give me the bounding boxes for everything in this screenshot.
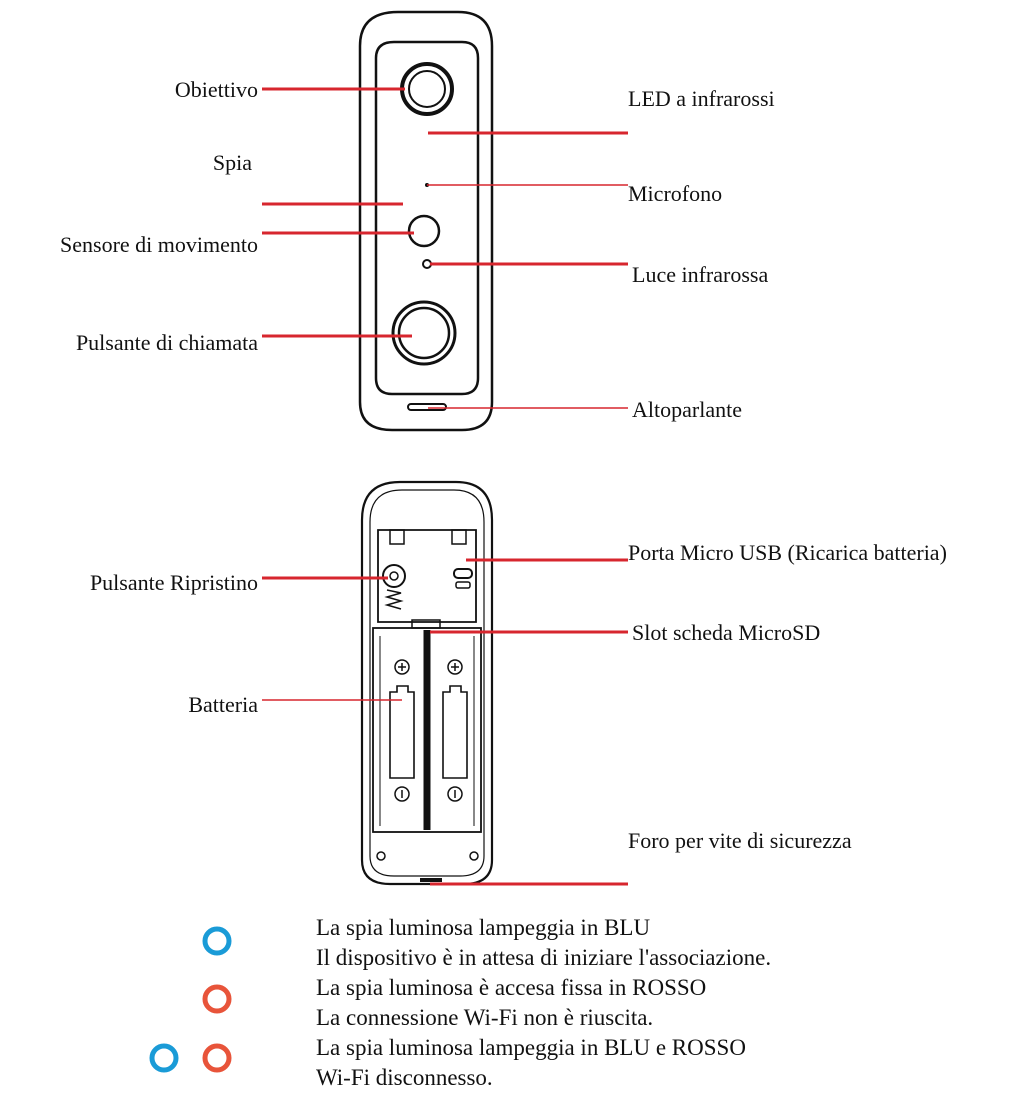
label-porta-usb: Porta Micro USB (Ricarica batteria) — [628, 540, 947, 565]
legend-indicators — [149, 926, 232, 1073]
lens-inner — [408, 70, 446, 108]
battery-compartment — [372, 627, 482, 833]
label-led-infrarossi: LED a infrarossi — [628, 86, 775, 111]
label-sensore-movimento: Sensore di movimento — [60, 232, 258, 257]
security-screw-hole — [420, 878, 442, 882]
leader-lines — [262, 87, 628, 886]
reset-spring — [384, 589, 404, 610]
reset-button-center — [389, 571, 399, 581]
motion-sensor — [407, 214, 441, 248]
screw-right — [469, 851, 479, 861]
reset-button — [382, 564, 406, 588]
label-foro-vite: Foro per vite di sicurezza — [628, 828, 852, 853]
label-pulsante-ripristino: Pulsante Ripristino — [89, 570, 258, 595]
indicator-red-3 — [202, 1043, 232, 1073]
call-button-inner — [397, 306, 451, 360]
label-microfono: Microfono — [628, 181, 723, 206]
legend-3-line1: La spia luminosa lampeggia in BLU e ROSS… — [316, 1035, 746, 1060]
usb-port-base — [455, 581, 471, 589]
usb-port — [453, 568, 473, 579]
indicator-blue-3 — [149, 1043, 179, 1073]
infrared-light — [422, 259, 432, 269]
battery-left — [389, 685, 415, 779]
indicator-blue-1 — [202, 926, 232, 956]
screw-left — [376, 851, 386, 861]
speaker-slot — [407, 403, 447, 411]
front-outer-shell — [358, 10, 494, 432]
battery-right — [442, 685, 468, 779]
call-button-outer — [391, 300, 457, 366]
label-pulsante-chiamata: Pulsante di chiamata — [75, 330, 258, 355]
label-slot-microsd: Slot scheda MicroSD — [632, 620, 821, 645]
label-altoparlante: Altoparlante — [632, 397, 742, 422]
clip-left — [389, 529, 405, 545]
top-compartment — [377, 529, 477, 623]
legend-1-line2: Il dispositivo è in attesa di iniziare l… — [316, 945, 772, 970]
label-luce-infrarossa: Luce infrarossa — [632, 262, 769, 287]
label-batteria: Batteria — [188, 692, 258, 717]
front-view — [358, 10, 494, 432]
indicator-red-2 — [202, 984, 232, 1014]
back-shell-inner-edge — [369, 489, 485, 877]
legend-2-line2: La connessione Wi-Fi non è riuscita. — [316, 1005, 654, 1030]
front-inner-panel — [374, 40, 480, 396]
legend-2-line1: La spia luminosa è accesa fissa in ROSSO — [316, 975, 707, 1000]
clip-right — [451, 529, 467, 545]
back-view — [360, 480, 494, 886]
label-spia: Spia — [212, 150, 252, 175]
legend-3-line2: Wi-Fi disconnesso. — [316, 1065, 493, 1090]
label-obiettivo: Obiettivo — [174, 77, 258, 102]
legend-1-line1: La spia luminosa lampeggia in BLU — [316, 915, 651, 940]
